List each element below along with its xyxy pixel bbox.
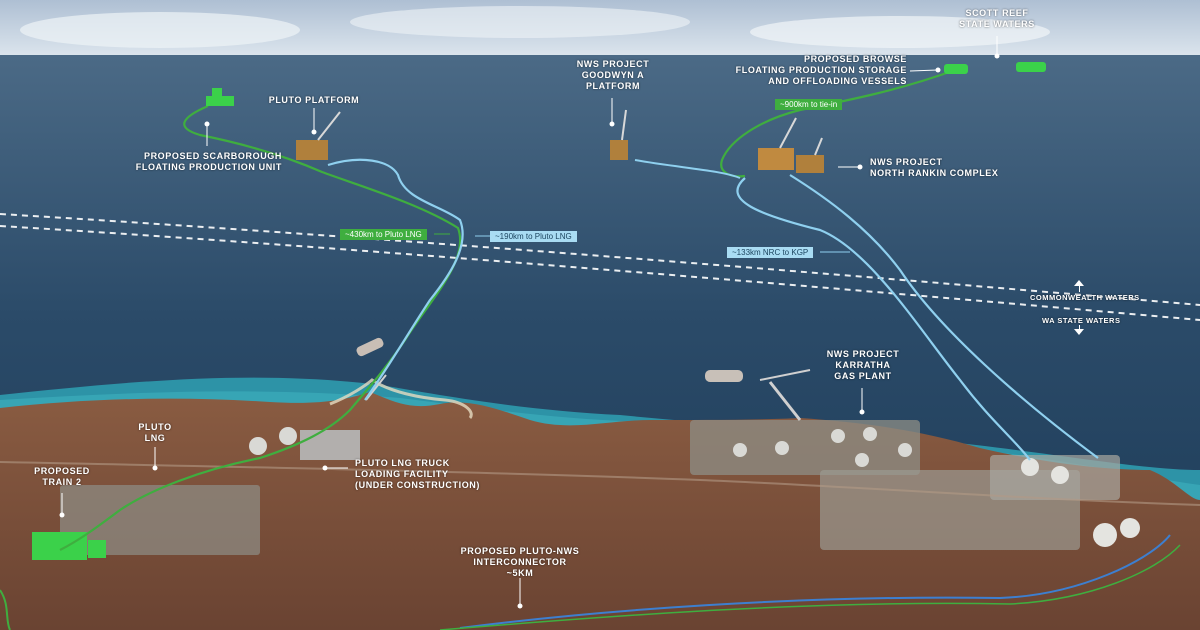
pill-browse-tiein: ~900km to tie-in	[775, 99, 843, 110]
label-karratha-gas-plant: NWS PROJECT KARRATHA GAS PLANT	[826, 349, 900, 381]
arrow-up-icon	[1074, 280, 1084, 286]
label-proposed-train-2: PROPOSED TRAIN 2	[34, 466, 90, 487]
arrow-stem-up	[1079, 286, 1080, 292]
arrow-down-icon	[1074, 329, 1084, 335]
label-scott-reef: SCOTT REEF STATE WATERS	[959, 8, 1035, 29]
label-browse-fpso: PROPOSED BROWSE FLOATING PRODUCTION STOR…	[735, 54, 907, 86]
label-goodwyn-platform: NWS PROJECT GOODWYN A PLATFORM	[576, 59, 650, 91]
pill-nrc-to-kgp: ~133km NRC to KGP	[727, 247, 814, 258]
pill-pluto-to-pluto: ~190km to Pluto LNG	[490, 231, 577, 242]
label-north-rankin: NWS PROJECT NORTH RANKIN COMPLEX	[870, 157, 999, 178]
label-truck-loading-facility: PLUTO LNG TRUCK LOADING FACILITY (UNDER …	[355, 458, 480, 490]
label-pluto-nws-interconnector: PROPOSED PLUTO-NWS INTERCONNECTOR ~5km	[460, 546, 580, 578]
label-commonwealth-waters: COMMONWEALTH WATERS	[1030, 293, 1140, 302]
pill-scarborough-to-pluto: ~430km to Pluto LNG	[340, 229, 427, 240]
label-scarborough-fpu: PROPOSED SCARBOROUGH FLOATING PRODUCTION…	[135, 151, 282, 172]
label-pluto-platform: PLUTO PLATFORM	[268, 95, 360, 105]
label-pluto-lng: PLUTO LNG	[138, 422, 172, 443]
arrow-stem-down	[1079, 325, 1080, 329]
label-wa-state-waters: WA STATE WATERS	[1042, 316, 1121, 325]
